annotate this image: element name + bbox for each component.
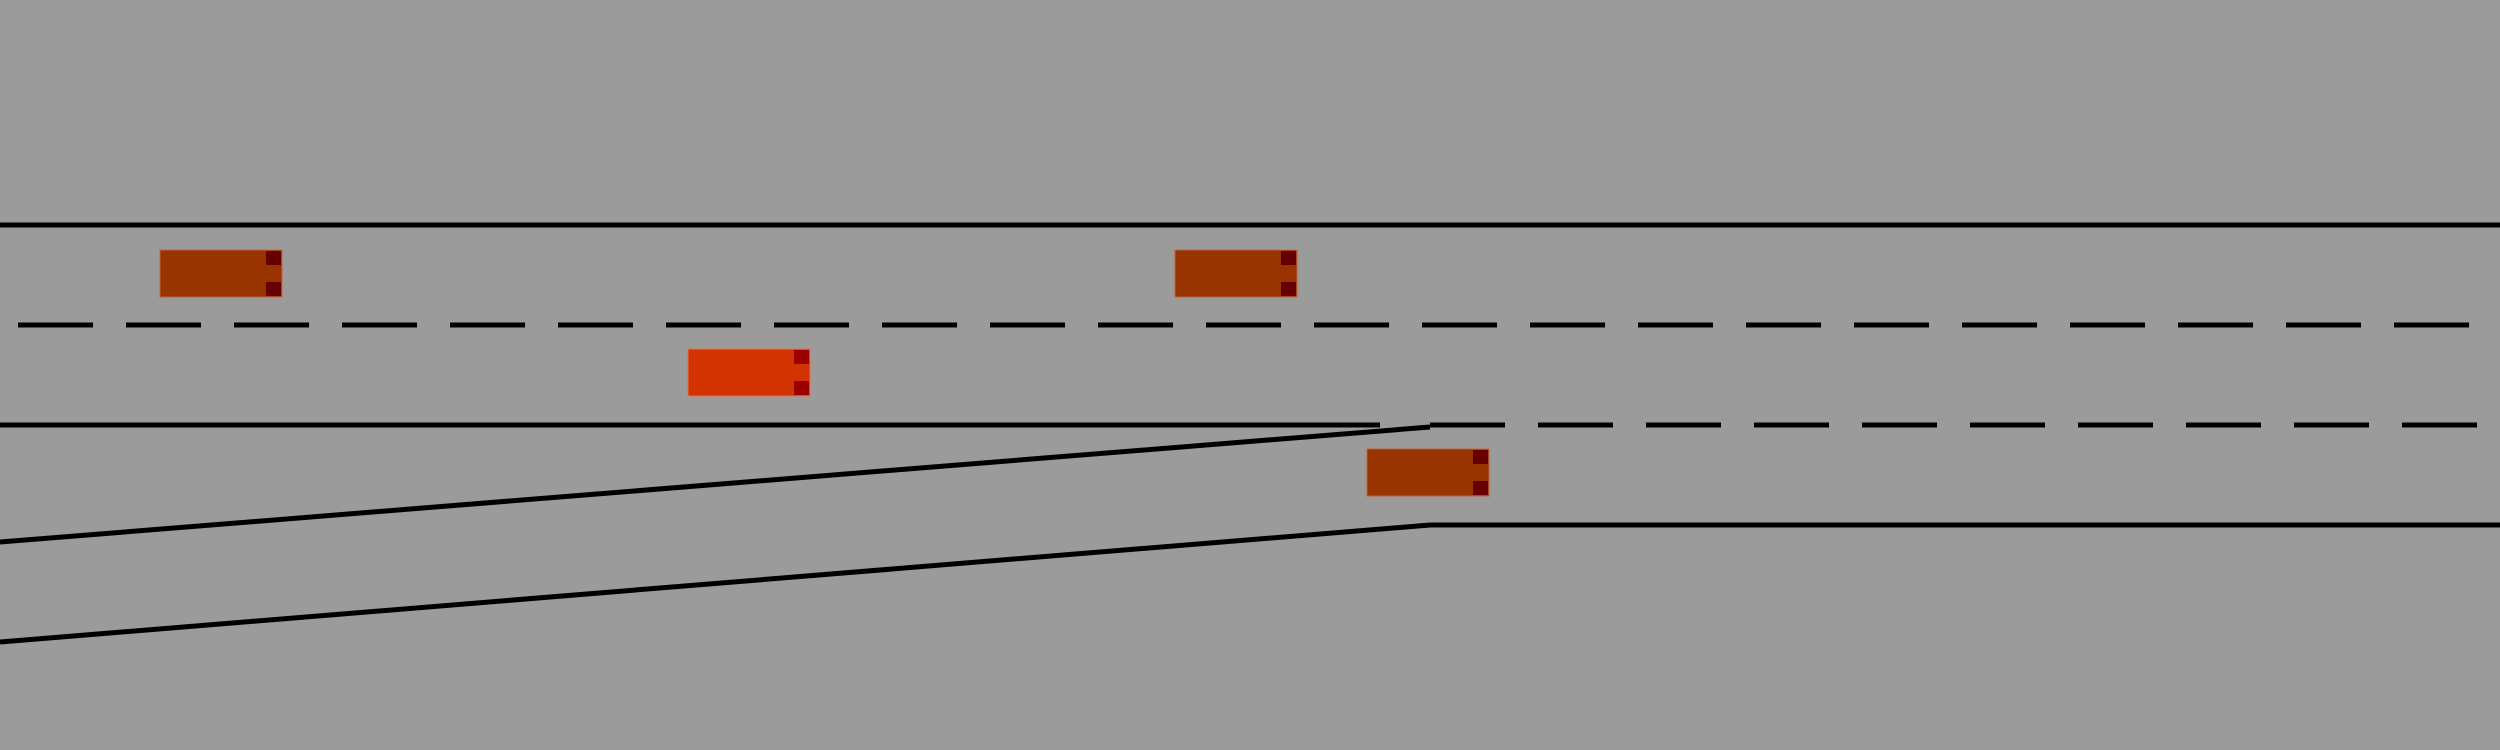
vehicle-body [687, 348, 811, 397]
ramp-lower-edge [0, 522, 1431, 645]
ramp-upper-edge [0, 424, 1431, 545]
taillight [266, 251, 281, 265]
taillight [794, 350, 809, 364]
vehicle-2 [1174, 249, 1298, 298]
vehicle-body [1366, 448, 1490, 497]
vehicle-1 [159, 249, 283, 298]
ego-vehicle [687, 348, 811, 397]
vehicle-body [159, 249, 283, 298]
taillight [1281, 282, 1296, 296]
taillight [1473, 481, 1488, 495]
taillight [266, 282, 281, 296]
vehicle-body [1174, 249, 1298, 298]
taillight [1473, 450, 1488, 464]
vehicle-3 [1366, 448, 1490, 497]
taillight [1281, 251, 1296, 265]
vehicles [159, 249, 1490, 497]
road-markings [0, 222, 2500, 645]
taillight [794, 381, 809, 395]
